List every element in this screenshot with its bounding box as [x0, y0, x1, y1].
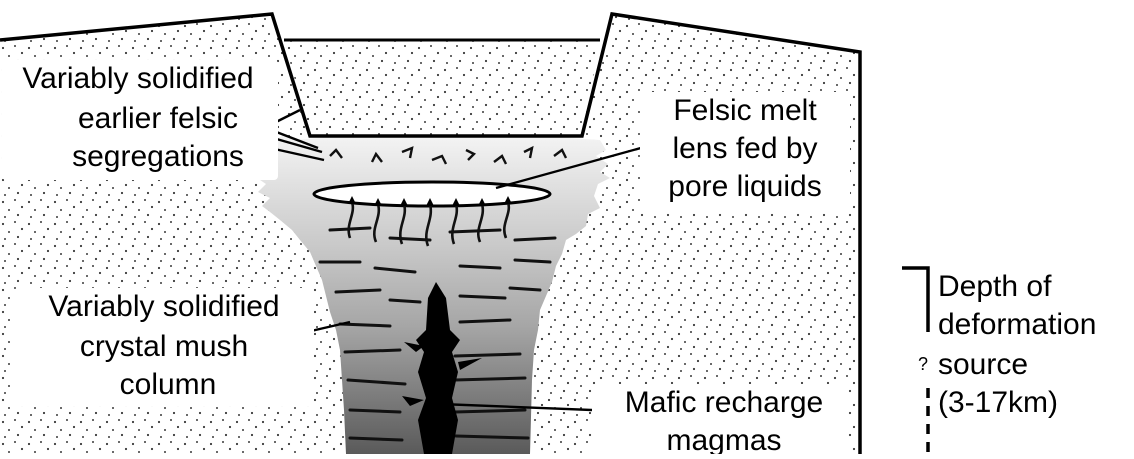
depth-bracket: ?	[902, 268, 928, 454]
label-crystal-mush-line3: column	[120, 368, 217, 401]
label-depth: Depth of deformation source (3-17km)	[938, 270, 1096, 419]
label-felsic-lens: Felsic melt lens fed by pore liquids	[640, 92, 850, 212]
label-crystal-mush-line2: crystal mush	[80, 330, 248, 363]
label-depth-line4: (3-17km)	[938, 386, 1058, 419]
label-felsic-lens-line1: Felsic melt	[673, 94, 817, 127]
label-mafic-recharge-line1: Mafic recharge	[625, 386, 823, 419]
label-earlier-felsic-line3: segregations	[72, 140, 244, 173]
label-earlier-felsic-line1: Variably solidified	[22, 62, 253, 95]
label-felsic-lens-line3: pore liquids	[668, 170, 821, 203]
label-depth-line1: Depth of	[938, 270, 1052, 303]
label-earlier-felsic-line2: earlier felsic	[78, 102, 238, 135]
label-earlier-felsic: Variably solidified earlier felsic segre…	[2, 60, 278, 180]
label-felsic-lens-line2: lens fed by	[672, 132, 817, 165]
label-crystal-mush-line1: Variably solidified	[48, 290, 279, 323]
label-depth-line2: deformation	[938, 308, 1096, 341]
label-mafic-recharge: Mafic recharge magmas	[592, 384, 848, 454]
basin-fill	[284, 40, 600, 136]
label-crystal-mush: Variably solidified crystal mush column	[14, 288, 314, 406]
depth-uncertainty-mark: ?	[918, 354, 928, 374]
label-mafic-recharge-line2: magmas	[666, 424, 781, 454]
label-depth-line3: source	[938, 348, 1028, 381]
